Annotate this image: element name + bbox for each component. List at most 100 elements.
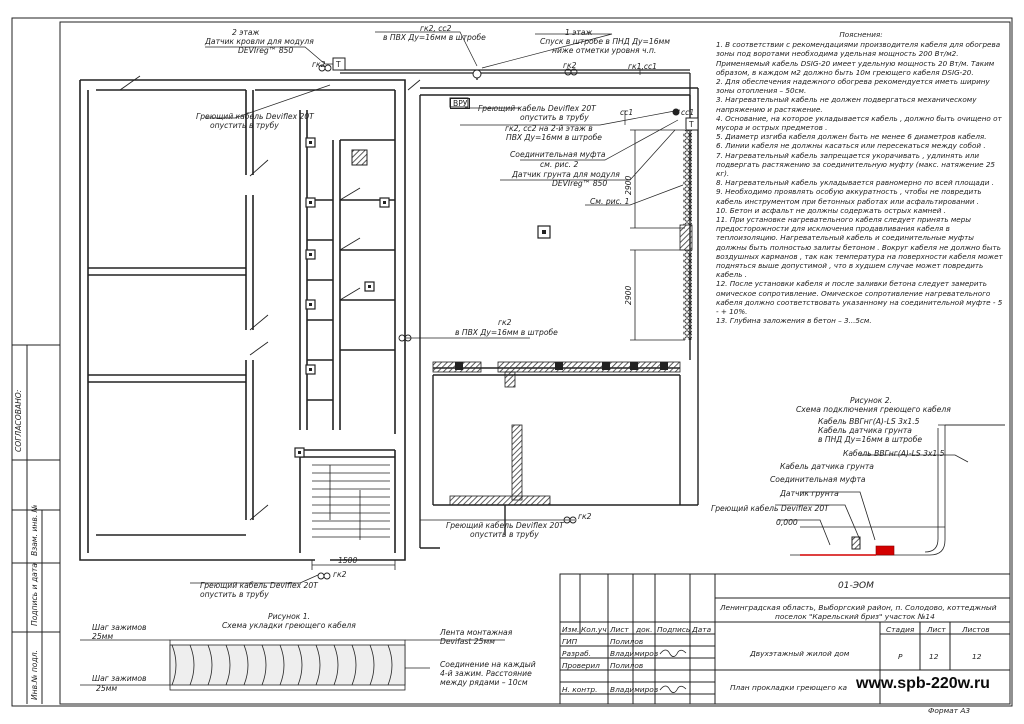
- tb-proveril: Проверил: [562, 661, 600, 670]
- fig2-l1: Кабель ВВГнг(А)-LS 3х1.5: [818, 417, 920, 426]
- heat-cable-bot2: опустить в трубу: [470, 530, 539, 539]
- tb-stadia: Р: [898, 652, 903, 661]
- outer-frame: [11, 17, 1013, 707]
- dimension-2900: [630, 129, 685, 341]
- side-podpis: Подпись и дата: [30, 563, 39, 626]
- cable-loops: [317, 64, 578, 580]
- fig2-l8: Греющий кабель Deviflex 20T: [711, 504, 829, 513]
- conn-sleeve-label: Соединительная муфта: [510, 150, 606, 159]
- floor1-title: 1 этаж: [565, 28, 593, 37]
- heat-cable-left1: Греющий кабель Deviflex 20T: [196, 112, 314, 121]
- fig1-join1: Соединение на каждый: [440, 660, 536, 669]
- fig1-step1v: 25мм: [92, 632, 114, 641]
- dim-1500-label: 1500: [338, 556, 358, 565]
- ground-sensor1: Датчик грунта для модуля: [512, 170, 620, 179]
- fig2-l7: Датчик грунта: [780, 489, 839, 498]
- devices: [332, 57, 699, 131]
- note-item: 2. Для обеспечения надежного обогрева ре…: [716, 77, 990, 96]
- note-item: 7. Нагревательный кабель запрещается уко…: [716, 150, 995, 179]
- fig1-step1: Шаг зажимов: [92, 623, 147, 632]
- fig1-tape1: Лента монтажная: [440, 628, 513, 637]
- tb-list: 12: [929, 652, 939, 661]
- note-item: 11. При установке нагревательного кабеля…: [716, 215, 1003, 280]
- ground-sensor2: DEVIreg™ 850: [552, 179, 608, 188]
- gk2-mid-label: гк2: [498, 318, 512, 327]
- fig2-l3: в ПНД Ду=16мм в штробе: [818, 435, 923, 444]
- fig1-step2: Шаг зажимов: [92, 674, 147, 683]
- fig1-title2: Схема укладки греющего кабеля: [222, 621, 356, 630]
- side-vzam: Взам. инв. №: [30, 504, 39, 556]
- tb-list-h: Лист: [927, 625, 946, 634]
- fig2-level: 0,000: [776, 518, 798, 527]
- heat-cable-left2: опустить в трубу: [210, 121, 279, 130]
- fig2-l6: Соединительная муфта: [770, 475, 866, 484]
- tb-nkontr-name: Владимиров: [610, 685, 659, 694]
- note-item: 13. Глубина заложения в бетон – 3...5см.: [716, 316, 872, 326]
- tb-razrab-name: Владимиров: [610, 649, 659, 658]
- tb-listov: 12: [972, 652, 982, 661]
- connection-sleeve: [875, 545, 895, 556]
- tb-building: Двухэтажный жилой дом: [750, 649, 850, 658]
- cc1-label-a: сс1: [620, 108, 634, 117]
- note-item: 5. Диаметр изгиба кабеля должен быть не …: [716, 132, 987, 142]
- notes-title: Пояснения:: [839, 30, 883, 39]
- binding-strip: [12, 344, 60, 704]
- tb-hdr-izm: Изм.: [562, 625, 580, 634]
- gk2-label-c: гк2: [578, 512, 592, 521]
- heat-cable-bl1: Греющий кабель Deviflex 20T: [200, 581, 318, 590]
- tb-listov-h: Листов: [962, 625, 990, 634]
- tb-address1: Ленинградская область, Выборгский район,…: [720, 603, 997, 612]
- heating-cable-coil-lower: [683, 250, 692, 340]
- note-item: 1. В соответствии с рекомендациями произ…: [716, 40, 1001, 77]
- tb-sheet-title: План прокладки греющего ка: [730, 683, 848, 692]
- tb-razrab: Разраб.: [562, 649, 592, 658]
- gk2-label-d: гк2: [333, 570, 347, 579]
- note-item: 10. Бетон и асфальт не должны содержать …: [716, 205, 947, 215]
- drain-points: [294, 137, 390, 458]
- garage-posts: [455, 362, 668, 370]
- signatures: [659, 649, 687, 693]
- note-item: 9. Необходимо проявлять особую аккуратно…: [716, 187, 982, 206]
- floor2-sensor-label: Датчик кровли для модуля: [205, 37, 314, 46]
- ground-sensor: [851, 536, 861, 550]
- chimney: [351, 149, 368, 166]
- cc1-label-b: сс1: [681, 108, 695, 117]
- floor1-desc2: ниже отметки уровня ч.п.: [552, 46, 657, 55]
- see-fig1-label: См. рис. 1: [590, 197, 630, 206]
- note-item: 12. После установки кабеля и после залив…: [716, 279, 1003, 317]
- note-item: 6. Линии кабеля не должны касаться или п…: [716, 141, 986, 151]
- gk2cc2-2floor1: гк2, сс2 на 2-й этаж в: [505, 124, 593, 133]
- title-block-grid: [559, 573, 1011, 705]
- figure2-drawing: [775, 424, 1005, 556]
- fig1-tape2: Devifast 25мм: [440, 637, 495, 646]
- gk2-label-a: гк2: [312, 60, 326, 69]
- tb-gip: ГИП: [562, 637, 578, 646]
- fig2-l5: Кабель датчика грунта: [780, 462, 874, 471]
- see-fig2-label: см. рис. 2: [540, 160, 579, 169]
- floor2-devireg-label: DEVIreg™ 850: [238, 46, 294, 55]
- tb-format: Формат А3: [928, 706, 971, 715]
- fig1-join3: между рядами – 10см: [440, 678, 528, 687]
- fig1-join2: 4-й зажим. Расстояние: [440, 669, 532, 678]
- notes-block: Пояснения: 1. В соответствии с рекоменда…: [716, 30, 1006, 326]
- figure1-drawing: [80, 639, 505, 691]
- door-swings: [119, 75, 421, 521]
- gk1cc1-label: гк1,сс1: [628, 62, 658, 71]
- fig1-step2v: 25мм: [96, 684, 118, 693]
- gk2-label-b: гк2: [563, 61, 577, 70]
- fig2-l4: Кабель ВВГнг(А)-LS 3х1.5: [843, 449, 945, 458]
- vru-label: ВРУ: [450, 98, 471, 109]
- tb-hdr-podp: Подпись: [657, 625, 691, 634]
- heat-cable-bl2: опустить в трубу: [200, 590, 269, 599]
- t-label-a: T: [336, 60, 341, 69]
- gk2cc2-top-label: гк2, сс2: [420, 24, 452, 33]
- tb-nkontr: Н. контр.: [562, 685, 598, 694]
- fig2-title2: Схема подключения греющего кабеля: [796, 405, 951, 414]
- gk2cc2-2floor2: ПВХ Ду=16мм в штробе: [506, 133, 602, 142]
- heating-cable-coil-upper: [683, 130, 692, 225]
- pvh-top-label: в ПВХ Ду=16мм в штробе: [383, 33, 486, 42]
- note-item: 4. Основание, на которое укладывается ка…: [716, 113, 1002, 133]
- floor-plan-walls: [79, 79, 406, 561]
- floor1-desc1: Спуск в штробе в ПНД Ду=16мм: [540, 37, 670, 46]
